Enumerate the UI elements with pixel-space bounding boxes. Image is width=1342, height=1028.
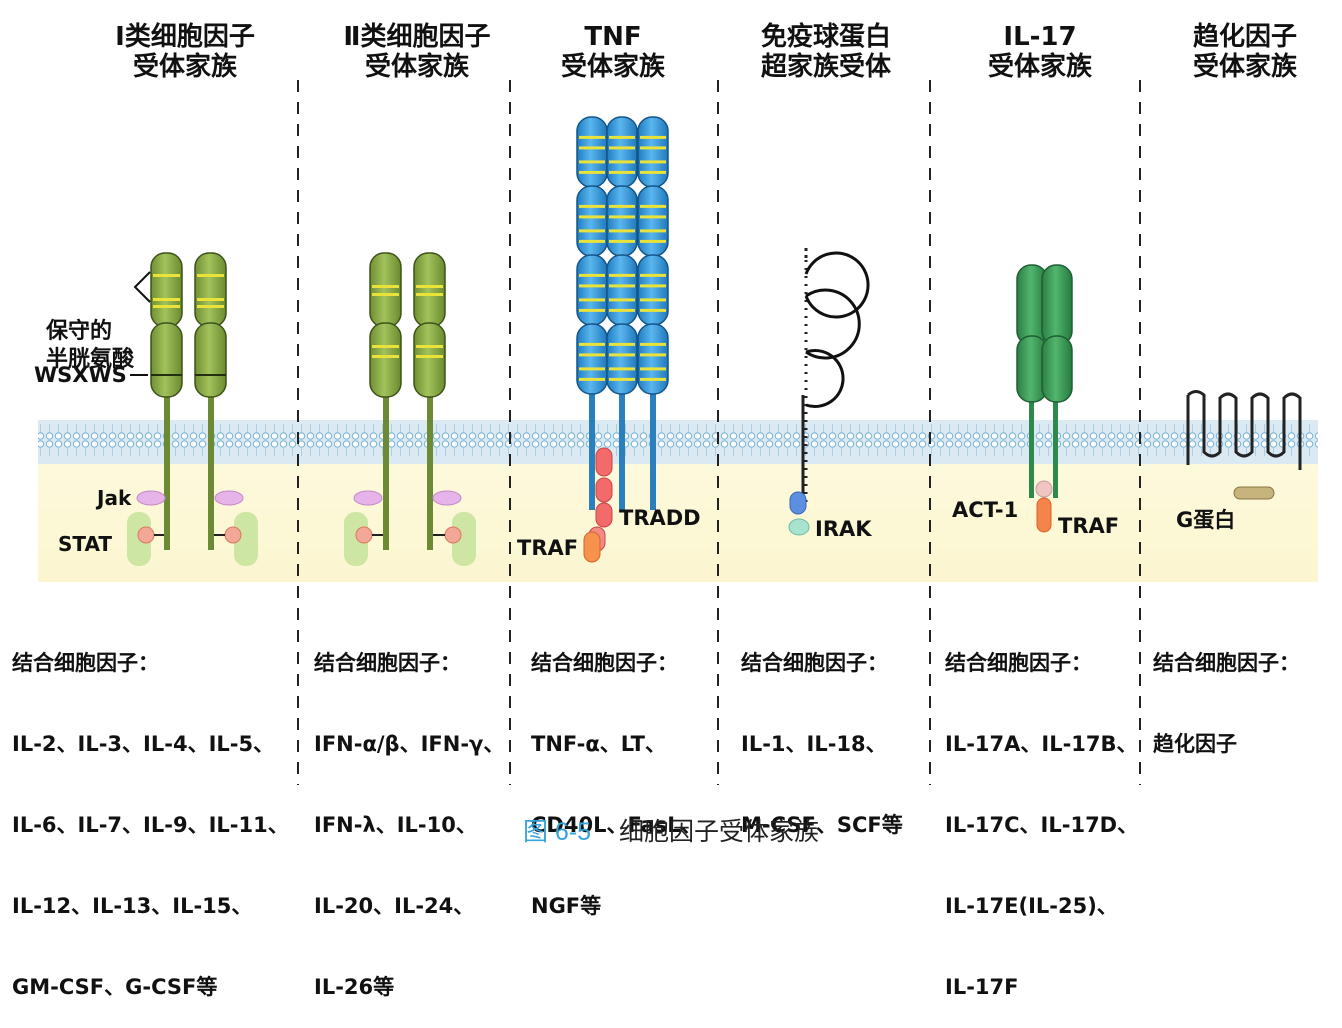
g-protein-label: G蛋白 <box>1176 508 1236 532</box>
class-i-receptor-pair <box>127 252 258 566</box>
family-title: Ⅱ类细胞因子受体家族 <box>343 22 491 82</box>
irak-protein <box>788 518 810 536</box>
act1-label: ACT-1 <box>952 498 1019 522</box>
figure-caption-text: 细胞因子受体家族 <box>619 817 820 846</box>
tnf-receptor-trimer <box>576 116 669 563</box>
traf-protein <box>583 531 601 563</box>
cytokine-receptor-diagram <box>38 80 1318 785</box>
stat-label: STAT <box>58 532 113 556</box>
class-ii-receptor-right <box>413 252 446 550</box>
ig-superfamily-receptor <box>788 245 870 536</box>
family-title: Ⅰ类细胞因子受体家族 <box>115 22 255 82</box>
chemokine-receptor-7tm <box>1186 390 1302 500</box>
jak-protein <box>136 490 166 506</box>
class-ii-receptor-pair <box>344 252 476 566</box>
jak-protein <box>432 490 462 506</box>
traf-label: TRAF <box>1058 514 1120 538</box>
column-separators <box>297 80 1141 785</box>
class-ii-receptor-left <box>369 252 402 550</box>
g-protein <box>1233 486 1275 500</box>
stat-protein <box>344 512 368 566</box>
family-title: 趋化因子受体家族 <box>1192 22 1297 82</box>
tradd-protein <box>595 447 613 477</box>
class-i-receptor-right <box>194 252 227 550</box>
stat-protein <box>234 512 258 566</box>
tnf-receptor-chain <box>606 116 638 510</box>
irak-protein <box>789 491 807 515</box>
traf-protein <box>1036 497 1052 533</box>
binding-list: 结合细胞因子： IL-1、IL-18、 M-CSF、SCF等 <box>741 651 903 837</box>
tradd-protein <box>595 502 613 528</box>
traf-label: TRAF <box>517 536 579 560</box>
tnf-receptor-chain <box>637 116 669 510</box>
binding-list: 结合细胞因子： TNF-α、LT、 CD40L、FasL、 NGF等 <box>531 651 702 918</box>
jak-label: Jak <box>97 486 132 510</box>
family-title: 免疫球蛋白超家族受体 <box>760 22 891 82</box>
cys-bracket <box>133 271 151 303</box>
ig-domain-loop <box>805 349 845 408</box>
ig-domain-loop <box>805 288 861 360</box>
tradd-protein <box>595 477 613 503</box>
jak-protein <box>353 490 383 506</box>
figure-number: 图 6-5 <box>522 818 592 846</box>
binding-list: 结合细胞因子： 趋化因子 <box>1153 651 1300 756</box>
membrane-lipids <box>38 420 1318 464</box>
irak-label: IRAK <box>815 517 872 541</box>
stat-protein <box>452 512 476 566</box>
tradd-label: TRADD <box>619 506 701 530</box>
conserved-cysteine-label: 保守的半胱氨酸 <box>46 319 135 372</box>
il17-receptor-pair <box>1016 264 1073 533</box>
wsxws-label: WSXWS <box>34 363 127 387</box>
class-i-receptor-left <box>150 252 183 550</box>
jak-protein <box>214 490 244 506</box>
act1-protein <box>1035 480 1053 498</box>
figure-caption: 图 6-5 细胞因子受体家族 <box>0 812 1342 848</box>
ig-domain-loop <box>804 251 870 319</box>
